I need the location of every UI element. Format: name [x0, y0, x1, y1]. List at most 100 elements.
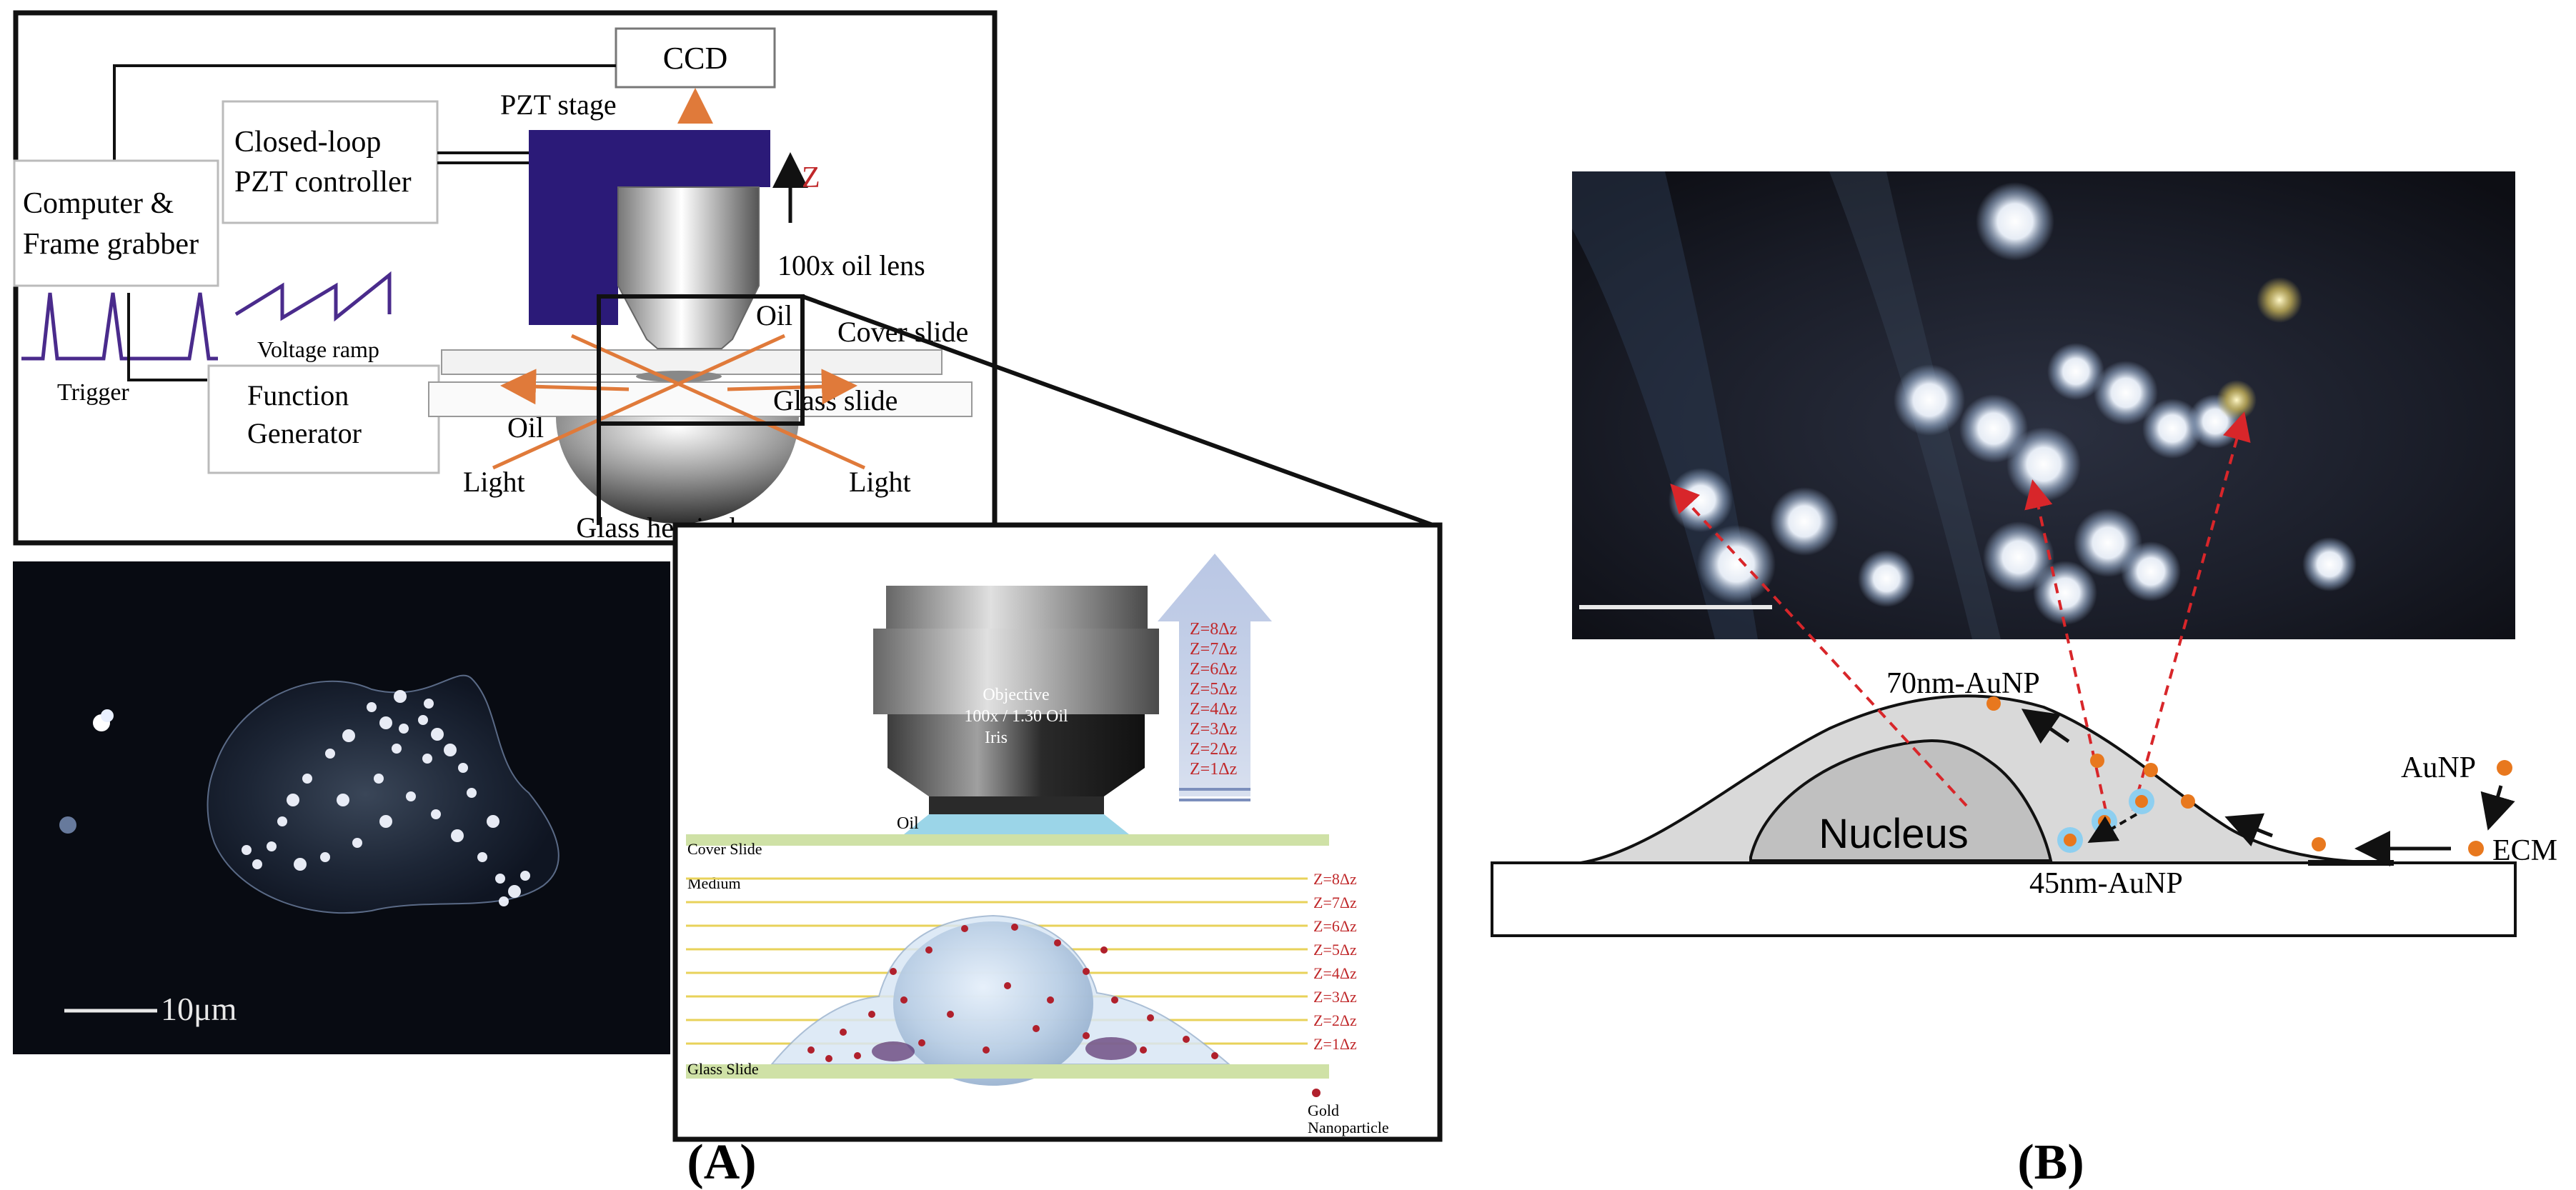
function-label-1: Function [247, 379, 349, 411]
inset-nucleus-dome [893, 921, 1093, 1086]
scattering-spot [1697, 525, 1776, 604]
inset-cover-slide-label: Cover Slide [687, 840, 762, 858]
scattering-spot [2121, 541, 2181, 601]
z-level-top-label: Z=1Δz [1190, 760, 1237, 779]
gold-particle [1047, 996, 1054, 1004]
isolated-particle-2 [101, 709, 114, 722]
scatter-line-1 [1670, 484, 1968, 807]
lens-label: 100x oil lens [777, 249, 925, 281]
trigger-trace [21, 292, 218, 361]
micrograph-scale-label: 10μm [161, 991, 237, 1027]
inset-glass-slide-label: Glass Slide [687, 1060, 759, 1078]
ccd-box [615, 27, 776, 89]
label-70nm-aunp: 70nm-AuNP [1886, 667, 2040, 700]
reflected-ray-left [500, 369, 630, 405]
gold-particle [1083, 1032, 1090, 1039]
gold-particle [1083, 968, 1090, 975]
inset-organelle-2 [1085, 1037, 1137, 1060]
cell-particle [399, 724, 409, 734]
nucleus-shape [1749, 739, 2053, 862]
cell-particle [379, 815, 392, 828]
controller-label-1: Closed-loop [234, 126, 381, 159]
focal-plane-label: Z=6Δz [1313, 917, 1357, 935]
scattering-spot [1894, 364, 1965, 436]
cell-particle [277, 816, 287, 826]
gold-particle [840, 1029, 847, 1036]
cell-particle [520, 871, 530, 881]
inset-oil-label: Oil [897, 814, 919, 833]
label-aunp: AuNP [2401, 751, 2476, 784]
inset-glass-slide [686, 1064, 1329, 1079]
gold-particle [1111, 996, 1118, 1004]
gold-particle [1211, 1052, 1218, 1059]
cell-particle [392, 744, 402, 754]
ccd-label: CCD [663, 41, 727, 76]
scattering-spot [2142, 399, 2202, 459]
computer-box [13, 159, 219, 287]
substrate [1491, 861, 2517, 937]
voltage-ramp-label: Voltage ramp [257, 336, 379, 362]
controller-box [222, 100, 439, 224]
z-level-top-label: Z=3Δz [1190, 720, 1237, 739]
zoom-region-box [597, 294, 805, 426]
cell-particle [394, 690, 407, 703]
cell-particle [267, 841, 277, 851]
focal-plane-label: Z=4Δz [1313, 964, 1357, 982]
aunp-dot-top [1986, 696, 2001, 711]
nucleus-label: Nucleus [1819, 811, 1969, 857]
isolated-particle-3 [59, 816, 76, 834]
gold-particle [961, 925, 968, 932]
cell-particle [342, 729, 355, 742]
gold-particle [1054, 939, 1061, 946]
cell-particle [352, 838, 362, 848]
inset-cover-slide [686, 834, 1329, 846]
scattering-spot [1770, 487, 1839, 556]
z-scan-arrow [1158, 554, 1272, 796]
inset-medium-label: Medium [687, 874, 741, 892]
aunp-dot-1 [2090, 754, 2104, 768]
scattering-spot-gold [2257, 277, 2302, 323]
z-level-top-label: Z=2Δz [1190, 740, 1237, 759]
cell-particle [431, 809, 441, 819]
objective-label-2: 100x / 1.30 Oil [964, 707, 1068, 726]
z-level-top-label: Z=7Δz [1190, 640, 1237, 659]
ccd-wire [113, 64, 616, 164]
label-45nm-aunp: 45nm-AuNP [2029, 867, 2183, 900]
cell-particle [379, 716, 392, 729]
aunp-dot-3 [2181, 794, 2195, 809]
focal-plane-label: Z=3Δz [1313, 988, 1357, 1006]
gold-particle [868, 1011, 875, 1018]
computer-label-1: Computer & [23, 187, 174, 220]
gold-particle [1100, 946, 1108, 954]
inset-organelle-1 [872, 1041, 915, 1061]
zoom-line-right [801, 294, 1434, 527]
reflected-ray-right [727, 369, 857, 405]
z-level-top-label: Z=6Δz [1190, 660, 1237, 679]
cell-particle [337, 794, 349, 806]
function-label-2: Generator [247, 417, 362, 449]
gold-particle [854, 1052, 861, 1059]
arrow-internalize [2087, 813, 2138, 844]
objective-cap [886, 586, 1148, 629]
z-level-top-label: Z=4Δz [1190, 700, 1237, 719]
computer-label-2: Frame grabber [23, 228, 199, 261]
arrow-along-membrane [2224, 813, 2273, 847]
aunp-dot-4 [2312, 837, 2326, 851]
cell-particle [325, 749, 335, 759]
arrow-to-top [2021, 709, 2070, 744]
label-ecm: ECM [2492, 834, 2557, 867]
gold-particle [983, 1046, 990, 1054]
oil-top-label: Oil [756, 299, 792, 331]
gold-particle [1140, 1046, 1147, 1054]
legend-label-2: Nanoparticle [1308, 1119, 1389, 1136]
function-generator-box [207, 364, 440, 474]
scattering-spot [2302, 537, 2357, 591]
cell-particle [374, 774, 384, 784]
gold-particle [925, 946, 933, 954]
cover-slide-plate [441, 349, 943, 375]
cell-particle [367, 702, 377, 712]
cell-particle [487, 815, 499, 828]
endosome-particle-2 [2098, 815, 2111, 828]
cell-particle [424, 699, 434, 709]
